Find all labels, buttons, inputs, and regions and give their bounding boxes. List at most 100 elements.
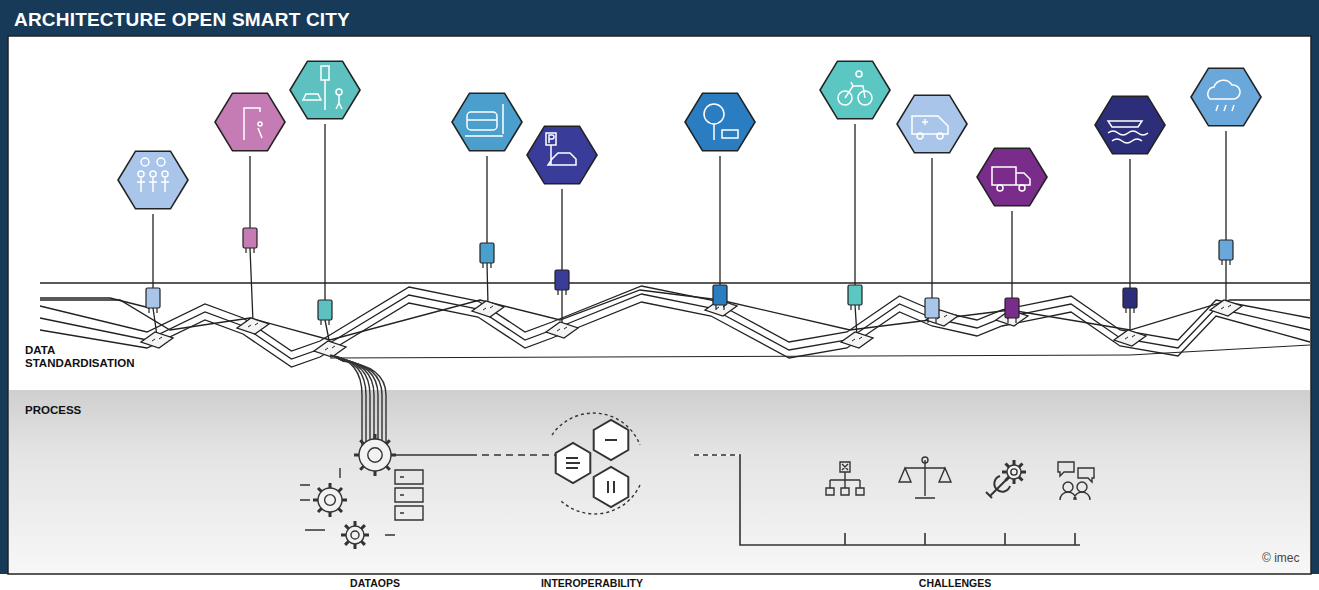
stroke <box>856 71 862 77</box>
domain-icon <box>1108 121 1148 143</box>
domain-icon <box>303 66 342 110</box>
layer-label: DATA STANDARDISATION <box>25 344 145 370</box>
network-line <box>40 290 1310 340</box>
stroke <box>141 158 149 166</box>
main-panel <box>8 36 1311 574</box>
network-units <box>118 61 1261 357</box>
sensor-box <box>480 243 494 263</box>
domain-hexagon <box>215 93 285 151</box>
network-switch <box>546 322 578 338</box>
process-band <box>9 390 1310 573</box>
technical-icon <box>1011 469 1017 475</box>
sensor-box <box>555 270 569 290</box>
network-lines <box>40 124 1310 367</box>
data-bundle-line <box>330 355 362 455</box>
stroke <box>937 133 943 139</box>
stem-line <box>854 124 855 285</box>
link-line <box>470 454 555 456</box>
switch-mark <box>248 323 258 327</box>
dataops-gear <box>346 526 364 544</box>
domain-icon <box>546 133 576 165</box>
stem-line <box>152 214 153 288</box>
domain-hexagon <box>897 95 967 153</box>
stroke <box>465 104 503 136</box>
stroke <box>1108 121 1148 143</box>
sensor-box <box>1005 298 1019 318</box>
domain-icon <box>838 71 872 105</box>
switch-mark <box>152 337 162 341</box>
switch-mark <box>325 346 335 350</box>
domain-hexagon <box>1191 68 1261 126</box>
stroke <box>162 171 168 177</box>
stem-line <box>250 248 253 322</box>
stem-line <box>1225 131 1226 240</box>
sensor-pin <box>1126 308 1134 313</box>
stem-line <box>1129 159 1130 288</box>
dataops-gear <box>325 495 336 506</box>
network-line <box>40 286 1310 351</box>
network-switch <box>841 332 873 348</box>
stroke <box>548 135 576 165</box>
stroke <box>917 133 923 139</box>
people-icon <box>1058 462 1094 500</box>
stem-line <box>486 156 487 243</box>
domain-icon <box>137 158 169 192</box>
stroke <box>336 89 342 95</box>
dataops-gear <box>341 521 369 549</box>
interoperability-mark <box>608 481 614 493</box>
sensor-pin <box>246 248 254 253</box>
sensor-pin <box>851 305 859 310</box>
stroke <box>467 112 497 130</box>
network-line <box>40 294 1310 359</box>
switch-mark <box>852 337 862 341</box>
legal-icon <box>922 457 928 463</box>
stem-line <box>931 158 932 298</box>
network-line <box>40 302 1310 367</box>
bottom-strip <box>0 574 1319 590</box>
interoperability-hexagon <box>594 420 629 460</box>
interoperability-hexagon <box>556 443 591 483</box>
stroke <box>845 82 865 98</box>
dataops-gear <box>313 483 347 517</box>
network-switch <box>237 318 269 334</box>
stem-line <box>1011 211 1012 298</box>
interoperability-mark <box>566 458 580 468</box>
dataops-gear <box>318 488 342 512</box>
section-label: INTEROPERABILITY <box>541 577 643 589</box>
link-line <box>392 454 470 456</box>
stem-line <box>719 156 720 285</box>
section-label: DATAOPS <box>350 577 400 589</box>
switch-mark <box>1125 335 1135 339</box>
sensor-box <box>848 285 862 305</box>
interoperability-mark <box>605 439 617 441</box>
dataops-server <box>395 470 423 520</box>
people-icon <box>1063 482 1073 492</box>
network-switch <box>472 301 504 317</box>
domain-hexagon <box>977 148 1047 206</box>
stroke <box>137 178 145 192</box>
stroke <box>150 171 156 177</box>
sensor-box <box>318 300 332 320</box>
domain-icon <box>1208 80 1240 111</box>
stem-line <box>855 305 857 336</box>
technical-icon <box>1007 465 1021 479</box>
stroke <box>1208 80 1240 111</box>
process-icons <box>300 355 1094 549</box>
dataops-gear <box>354 434 396 476</box>
sensor-box <box>1219 240 1233 260</box>
network-switch <box>1210 300 1242 316</box>
challenges-line <box>690 455 1080 545</box>
stroke <box>303 80 325 110</box>
stem-line <box>561 290 562 326</box>
dataops-wire <box>300 468 395 535</box>
stem-line <box>487 263 488 305</box>
sensor-pin <box>716 305 724 310</box>
stroke <box>244 108 262 140</box>
interoperability-hexagon <box>594 467 629 507</box>
switch-mark <box>557 327 567 331</box>
interoperability-ring <box>552 413 640 514</box>
stem-line <box>324 124 325 300</box>
diagram-title: ARCHITECTURE OPEN SMART CITY <box>14 9 350 31</box>
domain-hexagon <box>118 151 188 209</box>
stroke <box>149 178 157 192</box>
